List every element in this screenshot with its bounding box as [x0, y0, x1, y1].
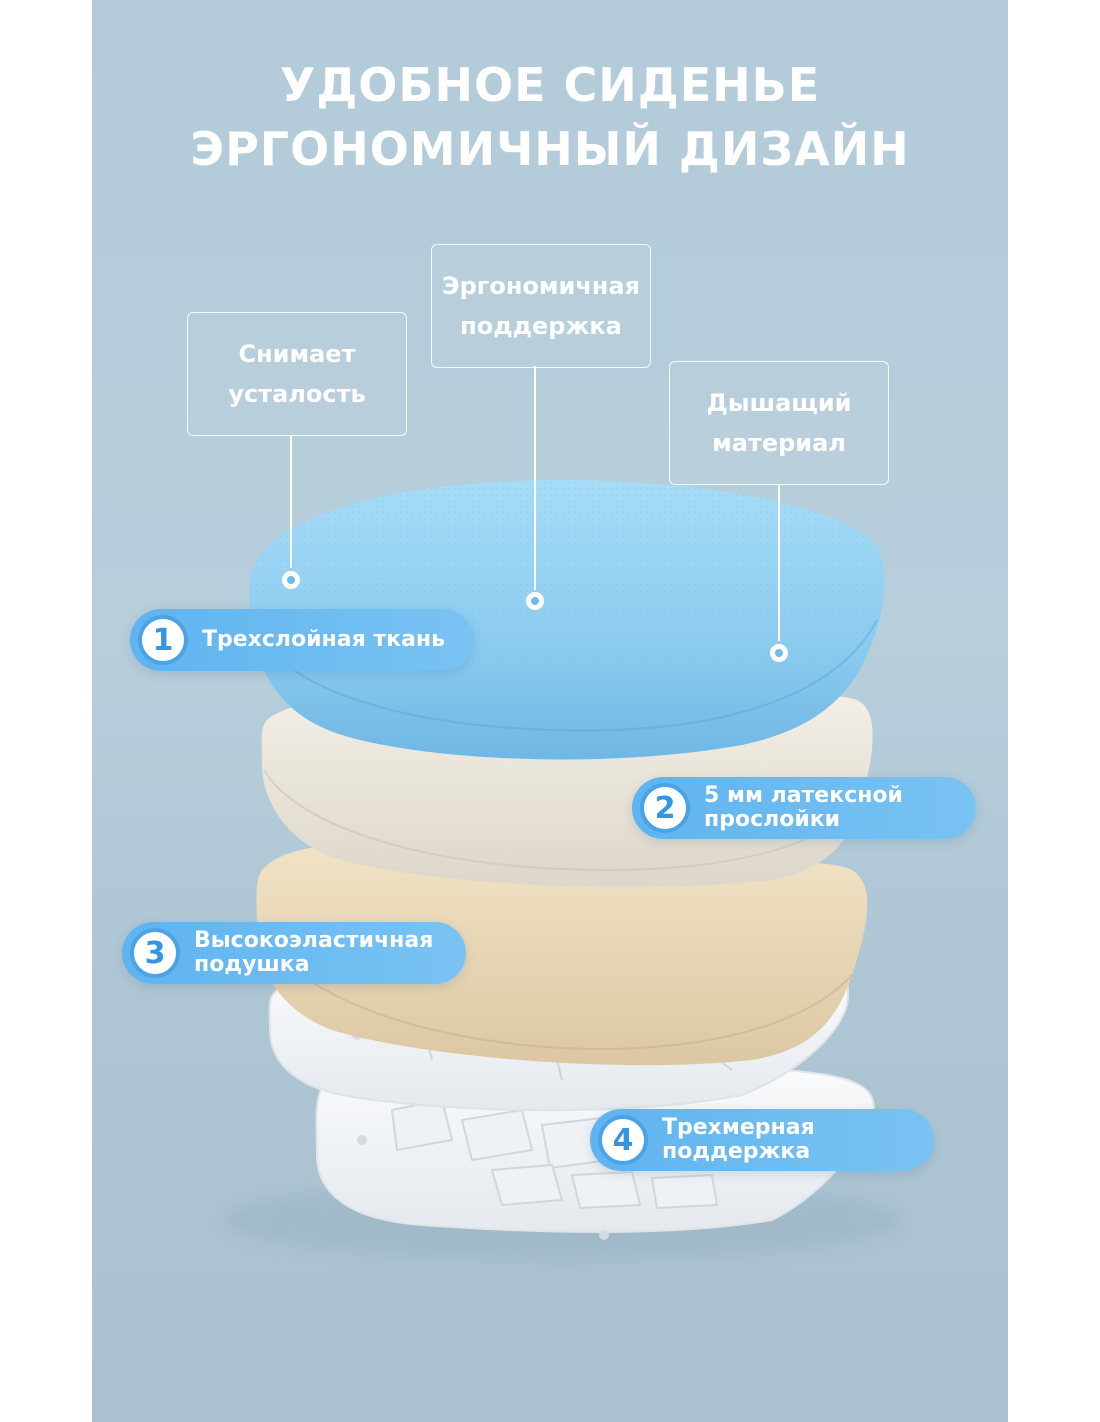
layer-label-1: 1 Трехслойная ткань [130, 609, 474, 671]
layer-label-4: 4 Трехмерная поддержка [590, 1109, 934, 1171]
layer-label-4-line1: Трехмерная [662, 1115, 815, 1140]
fabric-top-layer [249, 480, 885, 760]
callout-breathable-material-line1: Дышащий [706, 389, 852, 417]
callout-relieves-fatigue: Снимает усталость [187, 312, 407, 436]
headline-line-1: УДОБНОЕ СИДЕНЬЕ [279, 58, 821, 112]
poster-panel: УДОБНОЕ СИДЕНЬЕ ЭРГОНОМИЧНЫЙ ДИЗАЙН [92, 0, 1008, 1422]
layer-label-2: 2 5 мм латексной прослойки [632, 777, 976, 839]
callout-ergonomic-support-line1: Эргономичная [442, 272, 640, 300]
layer-number-badge: 1 [138, 615, 188, 665]
layer-label-3-line1: Высокоэластичная [194, 928, 434, 953]
layer-label-3-line2: подушка [194, 952, 310, 977]
callout-ergonomic-support: Эргономичная поддержка [431, 244, 651, 368]
leader-lines [290, 366, 780, 641]
callout-breathable-material: Дышащий материал [669, 361, 889, 485]
layer-number-badge: 3 [130, 928, 180, 978]
callout-relieves-fatigue-line2: усталость [228, 380, 366, 408]
layer-label-2-line2: прослойки [704, 807, 841, 832]
headline-line-2: ЭРГОНОМИЧНЫЙ ДИЗАЙН [190, 122, 910, 176]
layer-number-badge: 2 [640, 783, 690, 833]
marker-dots [282, 571, 788, 662]
layer-label-4-line2: поддержка [662, 1139, 811, 1164]
layer-label-3: 3 Высокоэластичная подушка [122, 922, 466, 984]
seat-layers-illustration [222, 366, 902, 1260]
layer-number-badge: 4 [598, 1115, 648, 1165]
layer-label-1-line1: Трехслойная ткань [202, 627, 446, 652]
callout-relieves-fatigue-line1: Снимает [238, 340, 356, 368]
callout-breathable-material-line2: материал [712, 429, 846, 457]
layer-label-2-line1: 5 мм латексной [704, 783, 903, 808]
callout-ergonomic-support-line2: поддержка [460, 312, 622, 340]
